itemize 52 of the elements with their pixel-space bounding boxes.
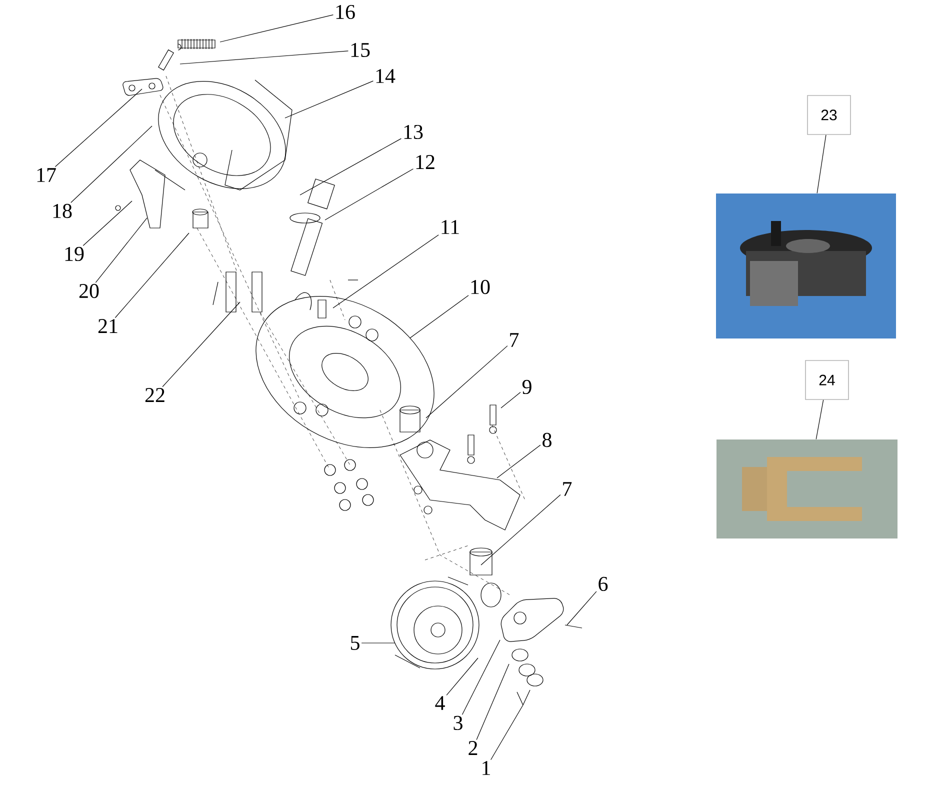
leader-line: [816, 134, 826, 194]
callout-number: 7: [510, 333, 519, 347]
product-photo: [716, 440, 898, 538]
callout-number: 8: [542, 432, 552, 448]
callout-number: 18: [53, 204, 72, 218]
leader-line: [284, 80, 374, 118]
callout-number: 2: [468, 741, 478, 755]
leader-line: [426, 346, 508, 418]
callout-number: 9: [522, 380, 532, 394]
leader-line: [446, 658, 478, 696]
callout-number: 22: [145, 388, 164, 402]
callout-number: 21: [98, 319, 118, 333]
callout-number: 12: [416, 155, 434, 169]
callout-number: 14: [376, 69, 396, 83]
leader-line: [324, 168, 414, 220]
callout-number: 20: [79, 284, 99, 298]
leader-line: [54, 88, 142, 168]
leader-line: [480, 494, 561, 566]
callout-number: 7: [563, 482, 572, 496]
leader-line: [220, 14, 334, 42]
leader-line: [114, 232, 190, 318]
leader-line: [476, 664, 510, 740]
callout-number: 4: [435, 696, 445, 710]
callout-box: 23: [807, 95, 851, 135]
callout-number: 3: [454, 716, 462, 730]
callout-number: 19: [65, 246, 84, 262]
leader-line: [500, 392, 521, 408]
leader-line: [95, 218, 148, 283]
leader-line: [462, 640, 500, 715]
leader-line: [490, 690, 530, 760]
leader-line: [332, 234, 439, 308]
callout-number: 10: [471, 280, 490, 294]
callout-number: 15: [351, 42, 370, 58]
leader-line: [410, 295, 469, 338]
callout-number: 11: [442, 220, 459, 234]
leader-line: [180, 50, 348, 64]
leader-line: [566, 591, 597, 626]
leader-line: [162, 302, 240, 388]
leader-line: [361, 642, 396, 644]
callout-number: 5: [350, 636, 360, 650]
leader-line: [496, 444, 541, 478]
leader-line: [70, 126, 152, 203]
leader-line: [82, 200, 132, 246]
product-photo: [716, 194, 896, 338]
callout-number: 1: [482, 761, 490, 775]
callout-number: 17: [37, 168, 56, 182]
callout-number: 16: [336, 4, 355, 20]
leader-line: [300, 138, 402, 196]
leader-line: [816, 400, 824, 440]
callout-box: 24: [805, 360, 849, 400]
callout-number: 6: [598, 576, 608, 592]
callout-number: 13: [404, 124, 423, 140]
